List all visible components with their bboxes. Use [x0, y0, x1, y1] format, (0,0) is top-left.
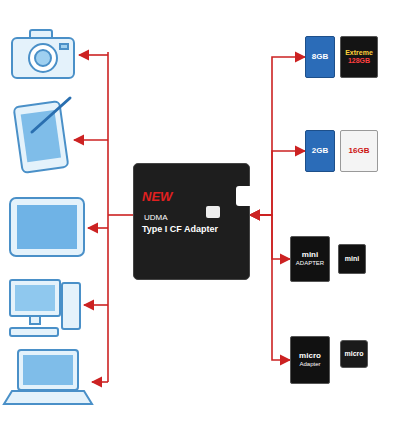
- device-arrows: [74, 52, 133, 382]
- connector-arrow: [250, 215, 290, 259]
- card-text: mini: [345, 255, 359, 263]
- card-text: mini: [302, 251, 318, 260]
- minisd-card: mini: [338, 244, 366, 274]
- sd-card: 8GB: [305, 36, 335, 78]
- camera-icon: [12, 30, 74, 78]
- card-text: Extreme: [345, 49, 373, 57]
- sd-card: 2GB: [305, 130, 335, 172]
- card-text: 2GB: [312, 147, 328, 156]
- microsd-adapter: microAdapter: [290, 336, 330, 384]
- card-label: Type I CF Adapter: [142, 225, 218, 235]
- card-text: 16GB: [349, 147, 370, 156]
- card-label: NEW: [142, 190, 172, 204]
- card-text: 8GB: [312, 53, 328, 62]
- microsd-card: micro: [340, 340, 368, 368]
- tablet-icon: [10, 198, 84, 256]
- card-label: UDMA: [144, 214, 168, 223]
- card-text: micro: [299, 352, 321, 361]
- sd-card: Extreme128GB: [340, 36, 378, 78]
- connector-arrow: [250, 151, 305, 215]
- logo-badge: [206, 206, 220, 218]
- connector-arrow: [250, 57, 305, 215]
- connector-arrow: [250, 215, 290, 360]
- card-text: 128GB: [348, 57, 370, 65]
- minisd-adapter: miniADAPTER: [290, 236, 330, 282]
- card-text: Adapter: [299, 361, 320, 368]
- laptop-icon: [4, 350, 92, 404]
- card-slot: [236, 186, 250, 206]
- desktop-icon: [10, 280, 80, 336]
- cf-adapter-card: NEW UDMA Type I CF Adapter: [133, 163, 250, 280]
- wifi-sd-card: 16GB: [340, 130, 378, 172]
- card-text: micro: [344, 350, 363, 358]
- tablet-stylus-icon: [14, 98, 70, 173]
- card-text: ADAPTER: [296, 260, 324, 267]
